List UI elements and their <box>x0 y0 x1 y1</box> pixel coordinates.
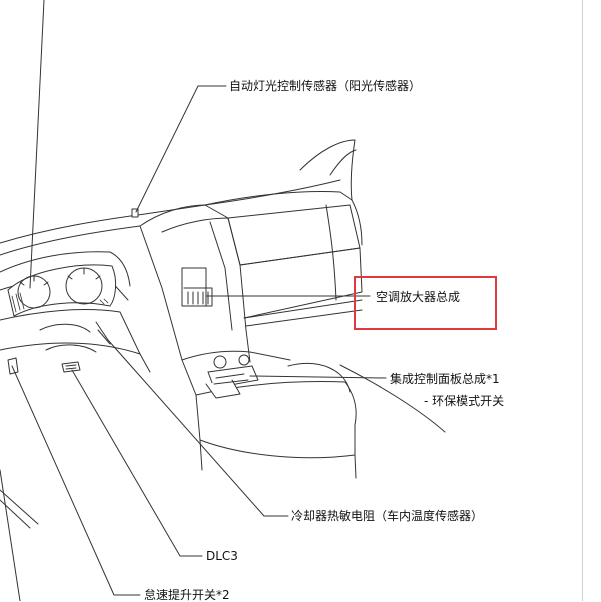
control-panel-buttons <box>213 373 249 385</box>
center-stack-left <box>139 225 197 396</box>
gauge-ticks <box>19 267 101 286</box>
leader-bottom-left <box>0 469 21 601</box>
cluster-hood <box>0 251 131 287</box>
dash-right-lower <box>239 247 363 319</box>
leader-idle-up-switch <box>11 365 141 596</box>
leader-dlc3 <box>71 369 203 557</box>
leader-control-panel <box>249 375 387 379</box>
label-auto-light-sensor: 自动灯光控制传感器（阳光传感器） <box>229 79 422 93</box>
label-dlc3: DLC3 <box>206 549 238 563</box>
dlc3-pins <box>65 364 77 370</box>
ac-amplifier-connector <box>183 287 213 307</box>
dash-right-face <box>227 204 361 266</box>
windshield-outline <box>0 179 341 244</box>
ac-amplifier-shape <box>181 267 207 307</box>
label-ac-amplifier: 空调放大器总成 <box>376 290 461 304</box>
dash-right-trim <box>243 299 363 327</box>
label-control-panel: 集成控制面板总成*1 <box>390 372 500 386</box>
page-edge <box>582 0 583 601</box>
control-panel-base <box>205 379 241 399</box>
idle-up-switch-shape <box>7 357 19 375</box>
leader-auto-light-sensor <box>135 85 227 213</box>
a-pillar-edge <box>329 149 357 176</box>
control-panel-knob-right <box>238 354 250 366</box>
dash-left-lower <box>0 342 151 373</box>
dash-left-panel <box>0 309 141 355</box>
a-pillar <box>299 139 356 201</box>
armrest-curve <box>287 363 351 393</box>
dash-right-top <box>204 191 363 246</box>
cluster-bezel-hatching <box>11 292 109 313</box>
floor-console-side <box>195 394 356 459</box>
center-stack-face <box>161 217 251 363</box>
control-panel-knob-left <box>213 355 227 369</box>
steering-column <box>39 323 97 353</box>
leader-cooler-thermistor <box>107 339 289 517</box>
center-stack-bottom <box>181 350 291 361</box>
floor-line <box>339 364 446 433</box>
label-idle-up-switch: 怠速提升开关*2 <box>144 588 230 602</box>
cluster-face <box>7 264 117 317</box>
auto-light-sensor-shape <box>131 208 139 218</box>
center-stack-divider <box>209 221 233 331</box>
console-lower <box>199 439 357 479</box>
leader-top <box>29 0 45 289</box>
center-stack-top <box>139 204 229 227</box>
dash-right-corner <box>325 204 337 301</box>
windshield-inner <box>0 225 141 256</box>
dlc3-shape <box>61 361 81 373</box>
label-cooler-thermistor: 冷却器热敏电阻（车内温度传感器） <box>291 509 484 523</box>
thermistor-harness <box>95 321 111 345</box>
label-eco-mode-switch: - 环保模式开关 <box>424 394 505 408</box>
ac-amplifier-highlight-frame <box>354 276 497 330</box>
